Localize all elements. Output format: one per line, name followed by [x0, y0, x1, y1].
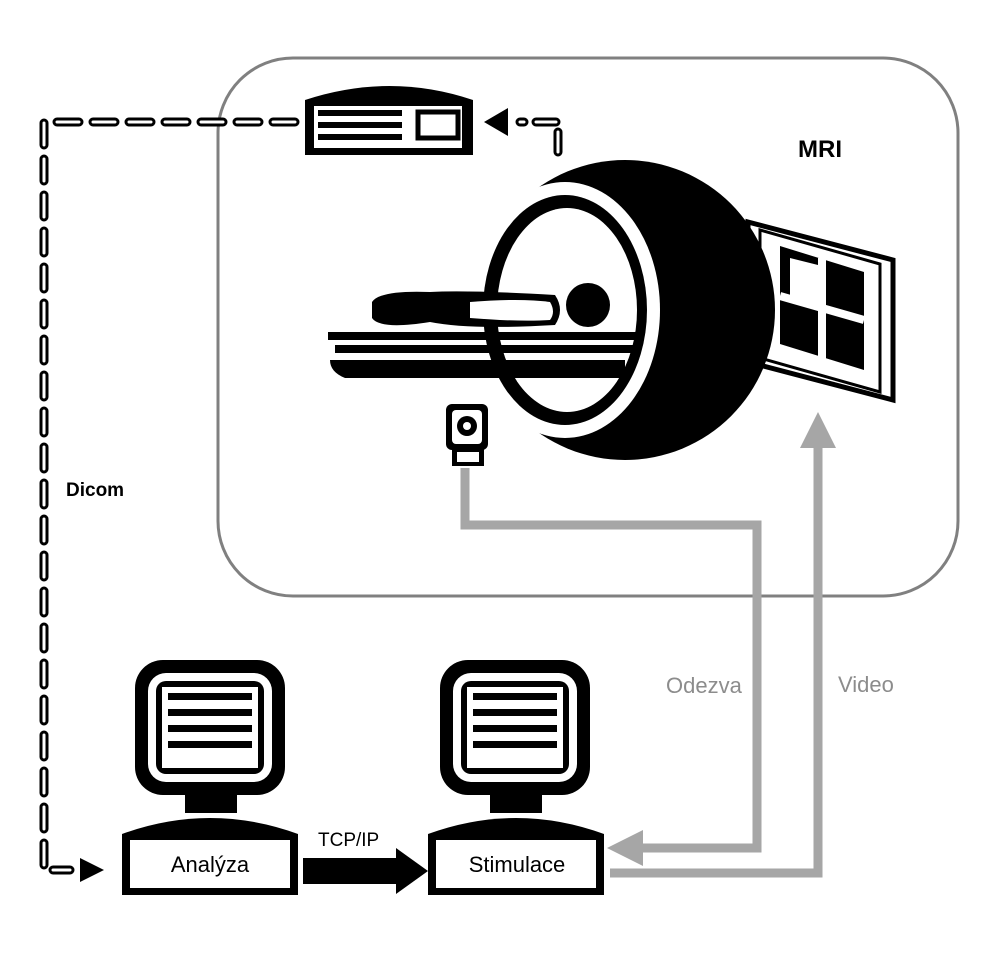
- dicom-arrowhead-icon: [80, 858, 104, 882]
- mri-room-boundary: [216, 56, 960, 598]
- tcpip-arrowhead-icon: [396, 848, 428, 894]
- camera-icon: [446, 404, 488, 466]
- tcpip-link: [303, 848, 428, 894]
- patient-icon: [328, 283, 638, 378]
- video-label: Video: [838, 672, 894, 697]
- console-arrowhead-icon: [484, 108, 508, 136]
- response-link: [460, 468, 762, 866]
- video-link: [610, 412, 836, 878]
- stimulation-label: Stimulace: [469, 852, 566, 877]
- console-unit-icon: [305, 86, 473, 155]
- dicom-label: Dicom: [66, 480, 124, 501]
- tcpip-label: TCP/IP: [318, 830, 379, 851]
- dicom-link: [39, 108, 563, 882]
- computer-icon: [428, 660, 604, 895]
- response-label: Odezva: [666, 673, 743, 698]
- analysis-label: Analýza: [171, 852, 250, 877]
- computer-icon: [122, 660, 298, 895]
- mri-label: MRI: [798, 136, 842, 163]
